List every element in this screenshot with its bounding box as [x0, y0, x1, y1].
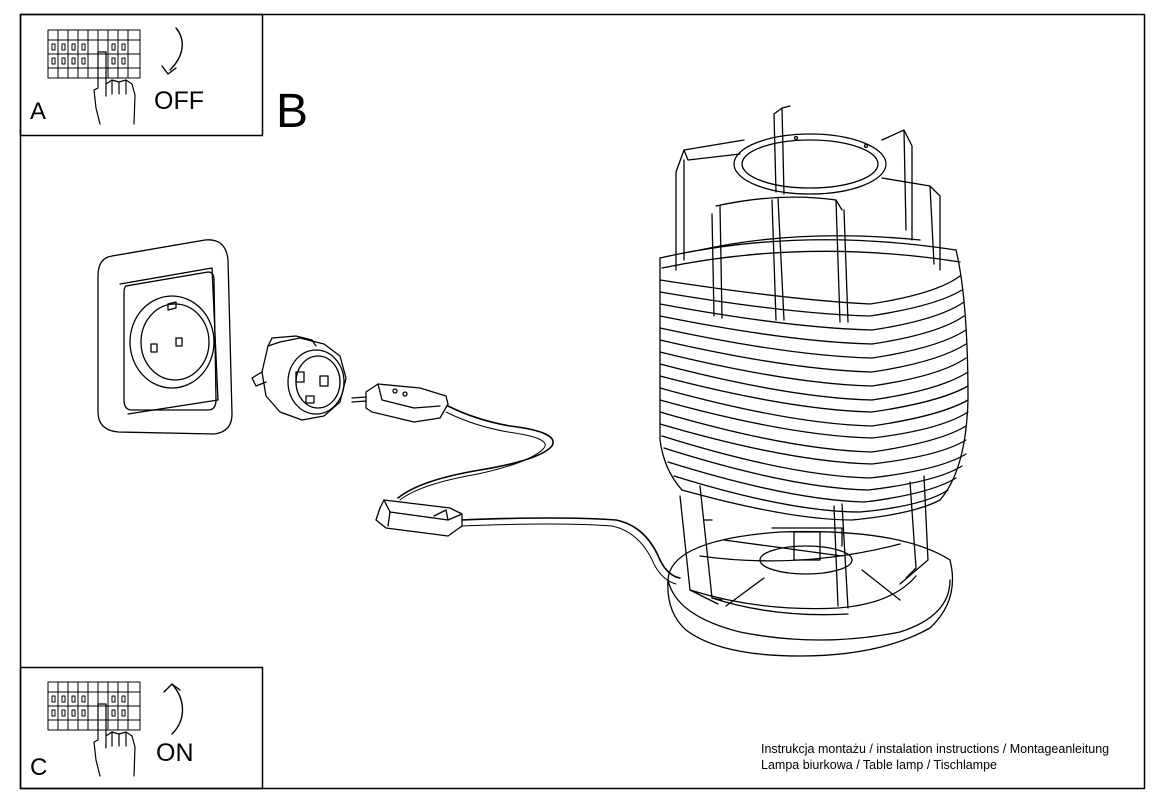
- hand-icon-c: [93, 703, 136, 777]
- page-frame: [19, 13, 1146, 790]
- table-lamp-icon: [659, 105, 969, 657]
- power-cable-inner: [399, 411, 546, 501]
- step-c-state-label: ON: [156, 739, 194, 767]
- step-c-letter: C: [30, 754, 48, 781]
- step-a-box: [19, 13, 264, 137]
- step-b-letter: B: [276, 85, 309, 138]
- wall-socket-icon: [97, 239, 233, 435]
- cable-plug-icon: [351, 383, 449, 423]
- breaker-panel-icon: [47, 29, 141, 79]
- power-cable-lamp: [461, 517, 681, 579]
- breaker-panel-icon-c: [47, 681, 141, 731]
- power-cable-lamp-inner: [461, 523, 677, 585]
- hand-icon: [93, 51, 136, 125]
- power-cable: [397, 405, 554, 499]
- caption-line-2: Lampa biurkowa / Table lamp / Tischlampe: [761, 758, 997, 772]
- caption-line-1: Instrukcja montażu / instalation instruc…: [761, 742, 1110, 756]
- arrow-up-icon: [163, 683, 184, 735]
- step-c-box: [19, 666, 264, 790]
- step-a-letter: A: [30, 98, 47, 125]
- inline-switch-icon: [375, 499, 463, 537]
- caption: Instrukcja montażu / instalation instruc…: [761, 741, 1109, 773]
- step-a-state-label: OFF: [154, 87, 204, 115]
- plug-adapter-icon: [251, 335, 347, 421]
- arrow-down-icon: [161, 27, 183, 75]
